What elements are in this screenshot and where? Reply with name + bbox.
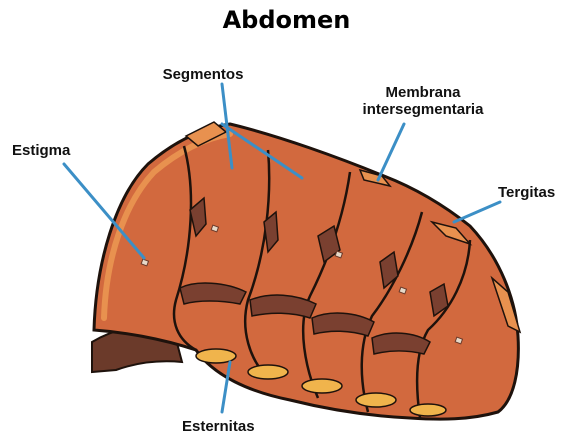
label-estigma: Estigma xyxy=(12,142,70,159)
sternite-plate xyxy=(248,365,288,379)
label-membrana-block: Membrana intersegmentaria xyxy=(338,84,508,118)
sternite-plate xyxy=(302,379,342,393)
label-tergitas: Tergitas xyxy=(498,184,555,201)
label-membrana-line2: intersegmentaria xyxy=(338,101,508,118)
label-esternitas: Esternitas xyxy=(182,418,255,435)
leader-line-membrana xyxy=(378,124,404,180)
label-membrana-line1: Membrana xyxy=(338,84,508,101)
sternite-plate xyxy=(410,404,446,416)
label-segmentos: Segmentos xyxy=(148,66,258,83)
leader-line-tergitas xyxy=(454,202,500,222)
sternite-plate xyxy=(356,393,396,407)
